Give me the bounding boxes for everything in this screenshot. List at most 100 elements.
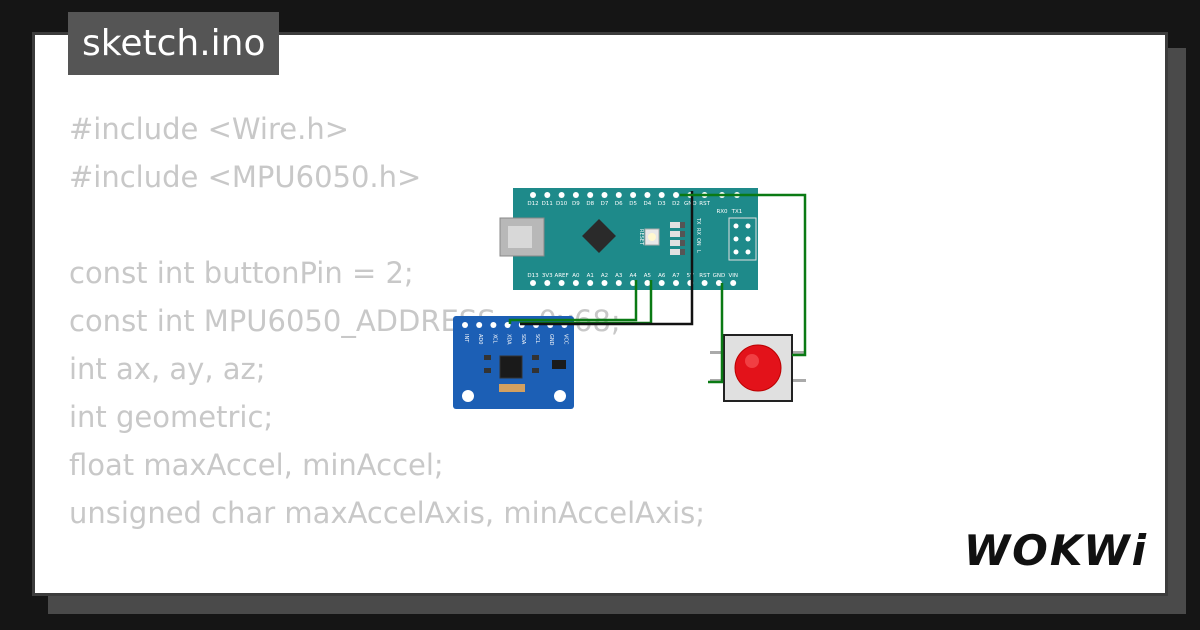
board-bottom-pin-label: D13 (527, 273, 539, 279)
filename-tab[interactable]: sketch.ino (68, 12, 280, 75)
board-top-pin-label: D7 (601, 201, 609, 207)
board-top-pin-label: D12 (527, 201, 538, 207)
board-top-pin-label: GND (684, 201, 697, 207)
sensor-pin-xcl[interactable] (490, 322, 497, 328)
icsp-pins (733, 223, 751, 255)
board-bottom-pin-rst[interactable] (701, 280, 708, 286)
sensor-pin-ad0[interactable] (476, 322, 483, 328)
usb-port-icon (508, 226, 532, 248)
board-bottom-pin-a2[interactable] (601, 280, 608, 286)
code-line: bool readyRun = true; (69, 585, 705, 593)
board-top-pin-label: RST (699, 201, 710, 207)
board-bottom-pin-a0[interactable] (572, 280, 579, 286)
wire-a4-sda (508, 280, 638, 324)
mounting-hole-icon (554, 390, 566, 402)
sensor-pin-label: GND (548, 334, 554, 346)
wire-5v-button (708, 283, 724, 384)
board-top-pin-d10[interactable] (558, 192, 565, 198)
led-pad-icon (680, 222, 685, 228)
board-bottom-pin-a7[interactable] (673, 280, 679, 286)
button-leg-icon (710, 351, 726, 354)
board-top-pin-d5[interactable] (630, 192, 637, 198)
board-bottom-pin-gnd[interactable] (715, 280, 722, 286)
arduino-nano-board[interactable]: RESET TX RX ON L (499, 188, 758, 290)
board-top-pin-d2[interactable] (673, 192, 679, 198)
board-top-pin-d11[interactable] (544, 192, 551, 198)
code-line: const int buttonPin = 2; (69, 256, 414, 290)
wire-gnd (520, 191, 694, 326)
board-bottom-pin-label: A3 (615, 273, 623, 279)
board-body (513, 188, 758, 290)
red-button-cap[interactable] (734, 344, 782, 392)
board-bottom-pin-a3[interactable] (615, 280, 622, 286)
icsp-pin (733, 249, 739, 255)
led-pad-icon (680, 240, 685, 246)
board-top-pin-label: D5 (629, 201, 637, 207)
button-highlight-icon (745, 354, 759, 368)
button-leg-icon (790, 351, 806, 354)
board-bottom-pin-aref[interactable] (558, 280, 565, 286)
board-top-pin-d4[interactable] (644, 192, 651, 198)
board-top-pin-label: RX0 (716, 209, 728, 215)
board-top-pin-d3[interactable] (658, 192, 665, 198)
board-top-pin-d6[interactable] (615, 192, 622, 198)
board-bottom-pin-label: A6 (658, 273, 666, 279)
board-bottom-pin-a4[interactable] (630, 280, 637, 286)
code-line: int geometric; (69, 400, 274, 434)
smd-component-icon (532, 355, 539, 360)
led-pad-icon (680, 231, 685, 237)
smd-component-icon (484, 368, 491, 373)
board-bottom-pin-label: A7 (672, 273, 680, 279)
code-line: float maxAccel, minAccel; (69, 448, 444, 482)
board-bottom-pin-3v3[interactable] (544, 280, 551, 286)
imu-chip-icon (499, 355, 523, 379)
board-top-pin-d7[interactable] (601, 192, 608, 198)
sensor-pin-int[interactable] (462, 322, 468, 328)
board-top-pin-d8[interactable] (587, 192, 594, 198)
board-bottom-pin-a6[interactable] (658, 280, 665, 286)
code-line: unsigned char maxAccelAxis, minAccelAxis… (69, 496, 706, 530)
sensor-pin-label: INT (463, 334, 469, 343)
reset-button-cap-icon (648, 233, 656, 241)
board-top-pin-label: TX1 (731, 209, 743, 215)
board-top-pin-label: D9 (572, 201, 580, 207)
pushbutton-component[interactable] (710, 334, 806, 402)
wokwi-logo: WOKWi (963, 526, 1148, 575)
board-top-pin-d9[interactable] (572, 192, 579, 198)
board-top-pin-d12[interactable] (530, 192, 536, 198)
board-bottom-pin-label: VIN (728, 273, 738, 279)
board-bottom-pin-a5[interactable] (644, 280, 651, 286)
board-bottom-pin-label: A4 (629, 273, 637, 279)
board-bottom-pin-a1[interactable] (587, 280, 594, 286)
board-top-pin-label: D10 (556, 201, 568, 207)
board-top-pin-label: D3 (658, 201, 666, 207)
smd-component-icon (484, 355, 491, 360)
board-bottom-pin-d13[interactable] (530, 280, 536, 286)
led-pad-icon (680, 249, 685, 255)
sensor-pin-label: SCL (534, 334, 540, 344)
board-top-pin-label: D6 (615, 201, 623, 207)
icsp-pin (745, 236, 751, 242)
button-leg-icon (710, 379, 726, 382)
wires (508, 191, 807, 384)
board-bottom-pin-label: 3V3 (542, 273, 553, 279)
board-bottom-pin-vin[interactable] (730, 280, 737, 286)
regulator-icon (552, 360, 566, 369)
preview-card: #include <Wire.h> #include <MPU6050.h> c… (32, 32, 1168, 596)
icsp-header-icon (728, 217, 757, 261)
icsp-pin (733, 236, 739, 242)
sensor-pin-label: VCC (562, 334, 568, 345)
icsp-pin (745, 249, 751, 255)
board-top-pin-label: D2 (672, 201, 680, 207)
sensor-pin-label: AD0 (477, 334, 483, 344)
board-bottom-pin-label: A5 (644, 273, 652, 279)
sensor-pin-label: XDA (506, 334, 512, 345)
board-bottom-pin-label: GND (713, 273, 726, 279)
icsp-pin (733, 223, 739, 229)
